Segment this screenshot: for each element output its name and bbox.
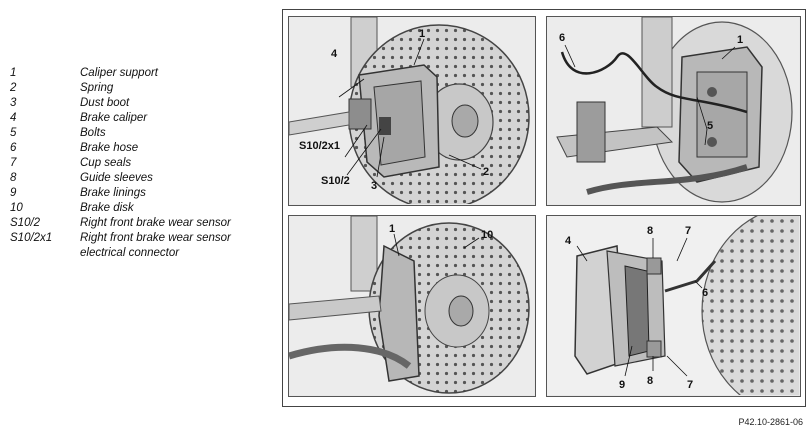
legend-key: S10/2 xyxy=(10,217,41,229)
legend-desc: Brake linings xyxy=(80,187,146,199)
legend-key: 6 xyxy=(10,142,17,154)
callout-label: 9 xyxy=(619,379,625,391)
callout-label: 4 xyxy=(565,235,572,247)
legend-key: 10 xyxy=(10,202,23,214)
callout-label: 1 xyxy=(389,223,395,235)
legend-desc: Caliper support xyxy=(80,67,158,79)
legend-desc: Brake hose xyxy=(80,142,139,154)
brake-hose xyxy=(560,51,748,114)
legend-row: 9 Brake linings xyxy=(10,186,272,201)
figure-reference: P42.10-2861-06 xyxy=(738,417,803,427)
legend-key: S10/2x1 xyxy=(10,232,53,244)
legend-row: 1 Caliper support xyxy=(10,66,272,81)
legend-desc: Right front brake wear sensor xyxy=(80,217,231,229)
panel-top-left: 1 4 S10/2x1 S10/2 3 2 xyxy=(288,16,536,206)
callout-label: 10 xyxy=(481,229,493,241)
callout-label: 3 xyxy=(371,180,377,192)
diagram-frame: 1 4 S10/2x1 S10/2 3 2 6 1 5 xyxy=(282,9,806,407)
callout-label: 6 xyxy=(702,287,708,299)
legend-key: 9 xyxy=(10,187,17,199)
legend-row: 7 Cup seals xyxy=(10,156,272,171)
callout-label: S10/2x1 xyxy=(299,140,340,152)
legend-desc: Cup seals xyxy=(80,157,132,169)
legend-desc: Guide sleeves xyxy=(80,172,153,184)
panel-bottom-right: 4 8 7 6 9 8 7 xyxy=(546,215,801,397)
legend-desc: Brake disk xyxy=(80,202,134,214)
panel-top-left-illustration: 1 4 S10/2x1 S10/2 3 2 xyxy=(289,17,534,204)
callout-label: 8 xyxy=(647,375,653,387)
brake-hose xyxy=(664,259,717,293)
callout-label: 1 xyxy=(737,34,743,46)
legend-row: 3 Dust boot xyxy=(10,96,272,111)
legend-row: 2 Spring xyxy=(10,81,272,96)
callout-label: S10/2 xyxy=(321,175,350,187)
panel-bottom-right-illustration: 4 8 7 6 9 8 7 xyxy=(547,216,799,395)
legend-key: 5 xyxy=(10,127,17,139)
legend-desc: Right front brake wear sensor electrical… xyxy=(80,232,231,259)
legend-row: S10/2 Right front brake wear sensor xyxy=(10,216,272,231)
legend-desc: Spring xyxy=(80,82,114,94)
legend-key: 2 xyxy=(10,82,17,94)
panel-top-right: 6 1 5 xyxy=(546,16,801,206)
callout-label: 8 xyxy=(647,225,653,237)
panel-bottom-left: 1 10 xyxy=(288,215,536,397)
callout-label: 7 xyxy=(685,225,691,237)
legend-row: 5 Bolts xyxy=(10,126,272,141)
callout-label: 7 xyxy=(687,379,693,391)
legend-key: 7 xyxy=(10,157,17,169)
legend-key: 8 xyxy=(10,172,17,184)
brake-disk xyxy=(701,216,799,395)
legend-desc: Dust boot xyxy=(80,97,130,109)
legend-row: 6 Brake hose xyxy=(10,141,272,156)
panel-top-right-illustration: 6 1 5 xyxy=(547,17,799,204)
callout-label: 4 xyxy=(331,48,338,60)
callout-label: 6 xyxy=(559,32,565,44)
legend-row: 4 Brake caliper xyxy=(10,111,272,126)
legend-key: 1 xyxy=(10,67,17,79)
legend-key: 4 xyxy=(10,112,17,124)
legend-key: 3 xyxy=(10,97,17,109)
legend-row: 10 Brake disk xyxy=(10,201,272,216)
brake-linings xyxy=(624,265,650,357)
legend-row: 8 Guide sleeves xyxy=(10,171,272,186)
callout-label: 1 xyxy=(419,28,425,40)
legend-row: S10/2x1 Right front brake wear sensor ele… xyxy=(10,231,272,261)
legend-desc: Bolts xyxy=(80,127,106,139)
legend-desc: Brake caliper xyxy=(80,112,148,124)
panel-bottom-left-illustration: 1 10 xyxy=(289,216,534,395)
callout-label: 5 xyxy=(707,120,713,132)
callout-label: 2 xyxy=(483,166,489,178)
